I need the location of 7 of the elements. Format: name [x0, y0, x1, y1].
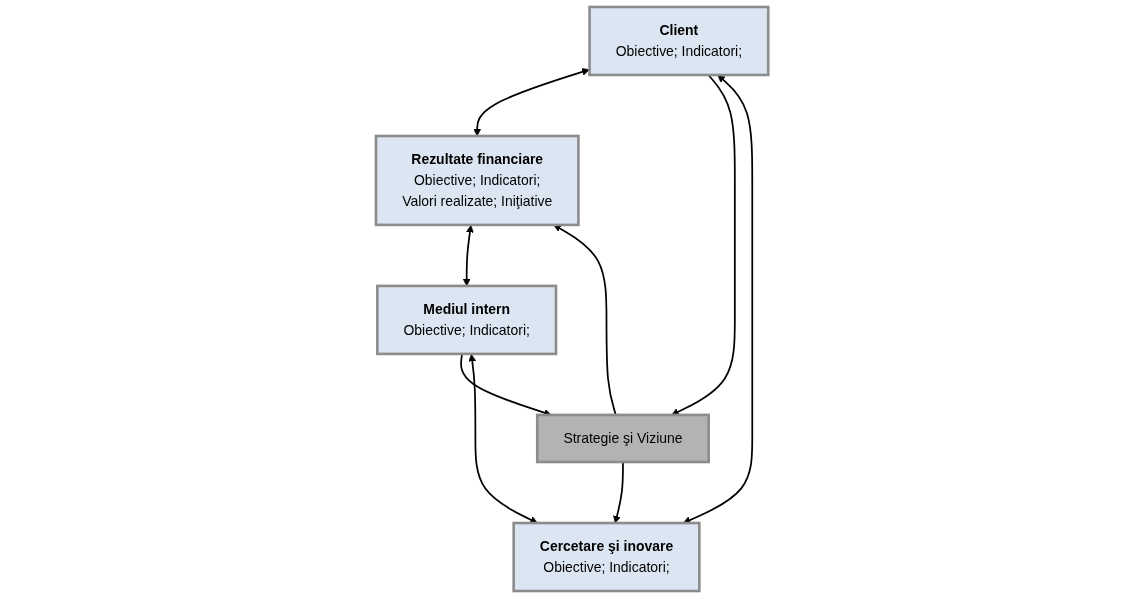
node-box: Cercetare şi inovare Obiective; Indicatori;: [512, 521, 702, 593]
node-box: Rezultate financiare Obiective; Indicatori; Valori realizate; Iniţiative: [375, 134, 581, 227]
arrow: [683, 74, 754, 524]
arrow: [468, 353, 539, 524]
node-box: Mediul intern Obiective; Indicatori;: [376, 284, 558, 356]
node-box: Strategie şi Viziune: [536, 413, 711, 464]
node-box: Client Obiective; Indicatori;: [588, 5, 770, 77]
